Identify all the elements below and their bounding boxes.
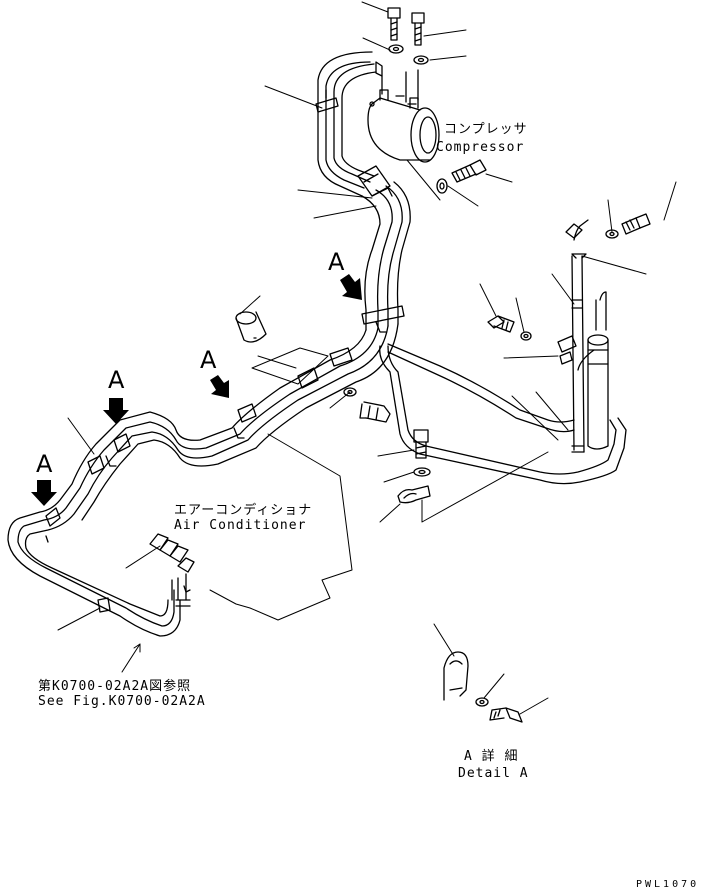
hose-bracket-upper: [357, 165, 393, 197]
detail-a-washer: [475, 697, 489, 707]
leader-lines-compressor: [264, 85, 513, 207]
washer-2: [413, 55, 429, 65]
hose-clamp-upper: [315, 89, 339, 113]
spacer-bushing: [235, 311, 267, 343]
label-detail-jp: A 詳 細: [464, 749, 519, 764]
leader-lines-top: [361, 1, 467, 61]
hose-floor-panel: [209, 347, 353, 621]
leader-lines-detail: [433, 623, 549, 715]
drier-side-washer: [520, 331, 532, 341]
view-marker-upper-right: A: [328, 248, 345, 276]
detail-a-clamp: [443, 651, 469, 701]
label-compressor-jp: コンプレッサ: [444, 122, 528, 137]
compressor-bolt-1: [387, 7, 401, 41]
drier-side-bolt: [487, 315, 515, 333]
leader-lines-bracket: [297, 189, 377, 219]
clip-bolt: [413, 429, 429, 459]
view-arrow-middle: [210, 375, 229, 398]
hose-compressor-to-clamp: [317, 51, 377, 197]
leader-lines-drier: [479, 181, 677, 441]
middle-bolt: [359, 401, 391, 423]
drawing-code: PWL1070: [636, 879, 700, 890]
drier-pipes: [557, 219, 607, 453]
view-arrow-left-1: [103, 398, 129, 424]
hose-lower-network: [7, 323, 399, 637]
view-arrow-left-2: [31, 480, 57, 506]
drier-bolt-top: [621, 213, 651, 235]
view-marker-left-1: A: [108, 366, 125, 394]
washer-1: [388, 44, 404, 54]
hose-to-drier: [379, 343, 627, 485]
label-see-fig-jp: 第K0700-02A2A図参照: [38, 679, 192, 694]
detail-a-bolt: [489, 707, 523, 723]
hose-clamp-middle: [361, 305, 405, 333]
view-arrow-upper-right: [340, 274, 362, 300]
leader-lines-clip: [377, 449, 549, 523]
label-aircon-jp: エアーコンディショナ: [174, 503, 313, 518]
hose-clamp-to-joint: [361, 181, 411, 331]
hose-clamps-lower: [45, 347, 353, 613]
view-marker-left-2: A: [36, 450, 53, 478]
compressor-fitting-washer: [436, 178, 448, 194]
compressor-bolt-2: [411, 12, 425, 46]
label-compressor-en: Compressor: [436, 140, 525, 155]
label-detail-en: Detail A: [458, 766, 529, 781]
see-fig-arrow: [121, 643, 141, 673]
compressor-fitting-bolt: [451, 159, 487, 183]
aircon-hose-connectors: [149, 533, 195, 607]
label-aircon-en: Air Conditioner: [174, 518, 307, 533]
middle-washer: [343, 387, 357, 397]
receiver-drier: [587, 334, 609, 450]
label-see-fig-en: See Fig.K0700-02A2A: [38, 694, 206, 709]
compressor: [367, 61, 440, 163]
clip-washer: [413, 467, 431, 477]
hose-clip: [397, 485, 431, 504]
leader-lines-hoses: [57, 295, 351, 631]
view-marker-middle: A: [200, 346, 217, 374]
